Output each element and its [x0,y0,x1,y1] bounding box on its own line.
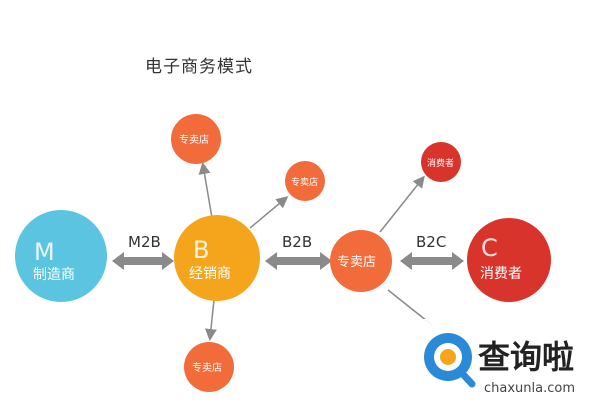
arrow-to-store-right [249,196,289,229]
manufacturer-label: 制造商 [33,267,75,283]
edge-label-b2c: B2C [416,233,446,251]
node-store-top: 专卖店 [171,114,221,164]
distributor-label: 经销商 [189,266,231,282]
consumer-label: 消费者 [480,266,522,282]
store-top-label: 专卖店 [179,133,209,146]
double-arrow-m2b [112,252,174,270]
arrow-to-store-bottom [204,299,217,341]
store-right-label: 专卖店 [291,176,318,188]
consumer-letter: C [481,234,498,262]
watermark-name: 查询啦 [478,338,574,376]
manufacturer-letter: M [34,238,55,266]
node-retailer: 专卖店 [330,230,392,292]
distributor-letter: B [193,236,209,264]
double-arrow-b2b [265,252,332,270]
diagram-title: 电子商务模式 [145,57,253,77]
arrow-to-store-top [198,162,213,219]
retailer-label: 专卖店 [337,255,376,270]
node-manufacturer: M 制造商 [15,210,107,302]
watermark-logo-icon [424,333,476,388]
edge-label-m2b: M2B [128,233,161,251]
node-store-right: 专卖店 [285,161,325,201]
consumer-small-label: 消费者 [427,157,454,169]
double-arrow-b2c [400,252,464,270]
node-distributor: B 经销商 [174,215,260,301]
node-store-bottom: 专卖店 [184,342,234,392]
store-bottom-label: 专卖店 [192,361,222,374]
watermark-url: chaxunla.com [484,381,575,396]
edge-label-b2b: B2B [282,233,312,251]
arrow-to-consumer-small [379,175,425,233]
node-consumer: C 消费者 [467,218,551,302]
node-consumer-small: 消费者 [421,142,461,182]
watermark: 查询啦 chaxunla.com [414,319,596,413]
